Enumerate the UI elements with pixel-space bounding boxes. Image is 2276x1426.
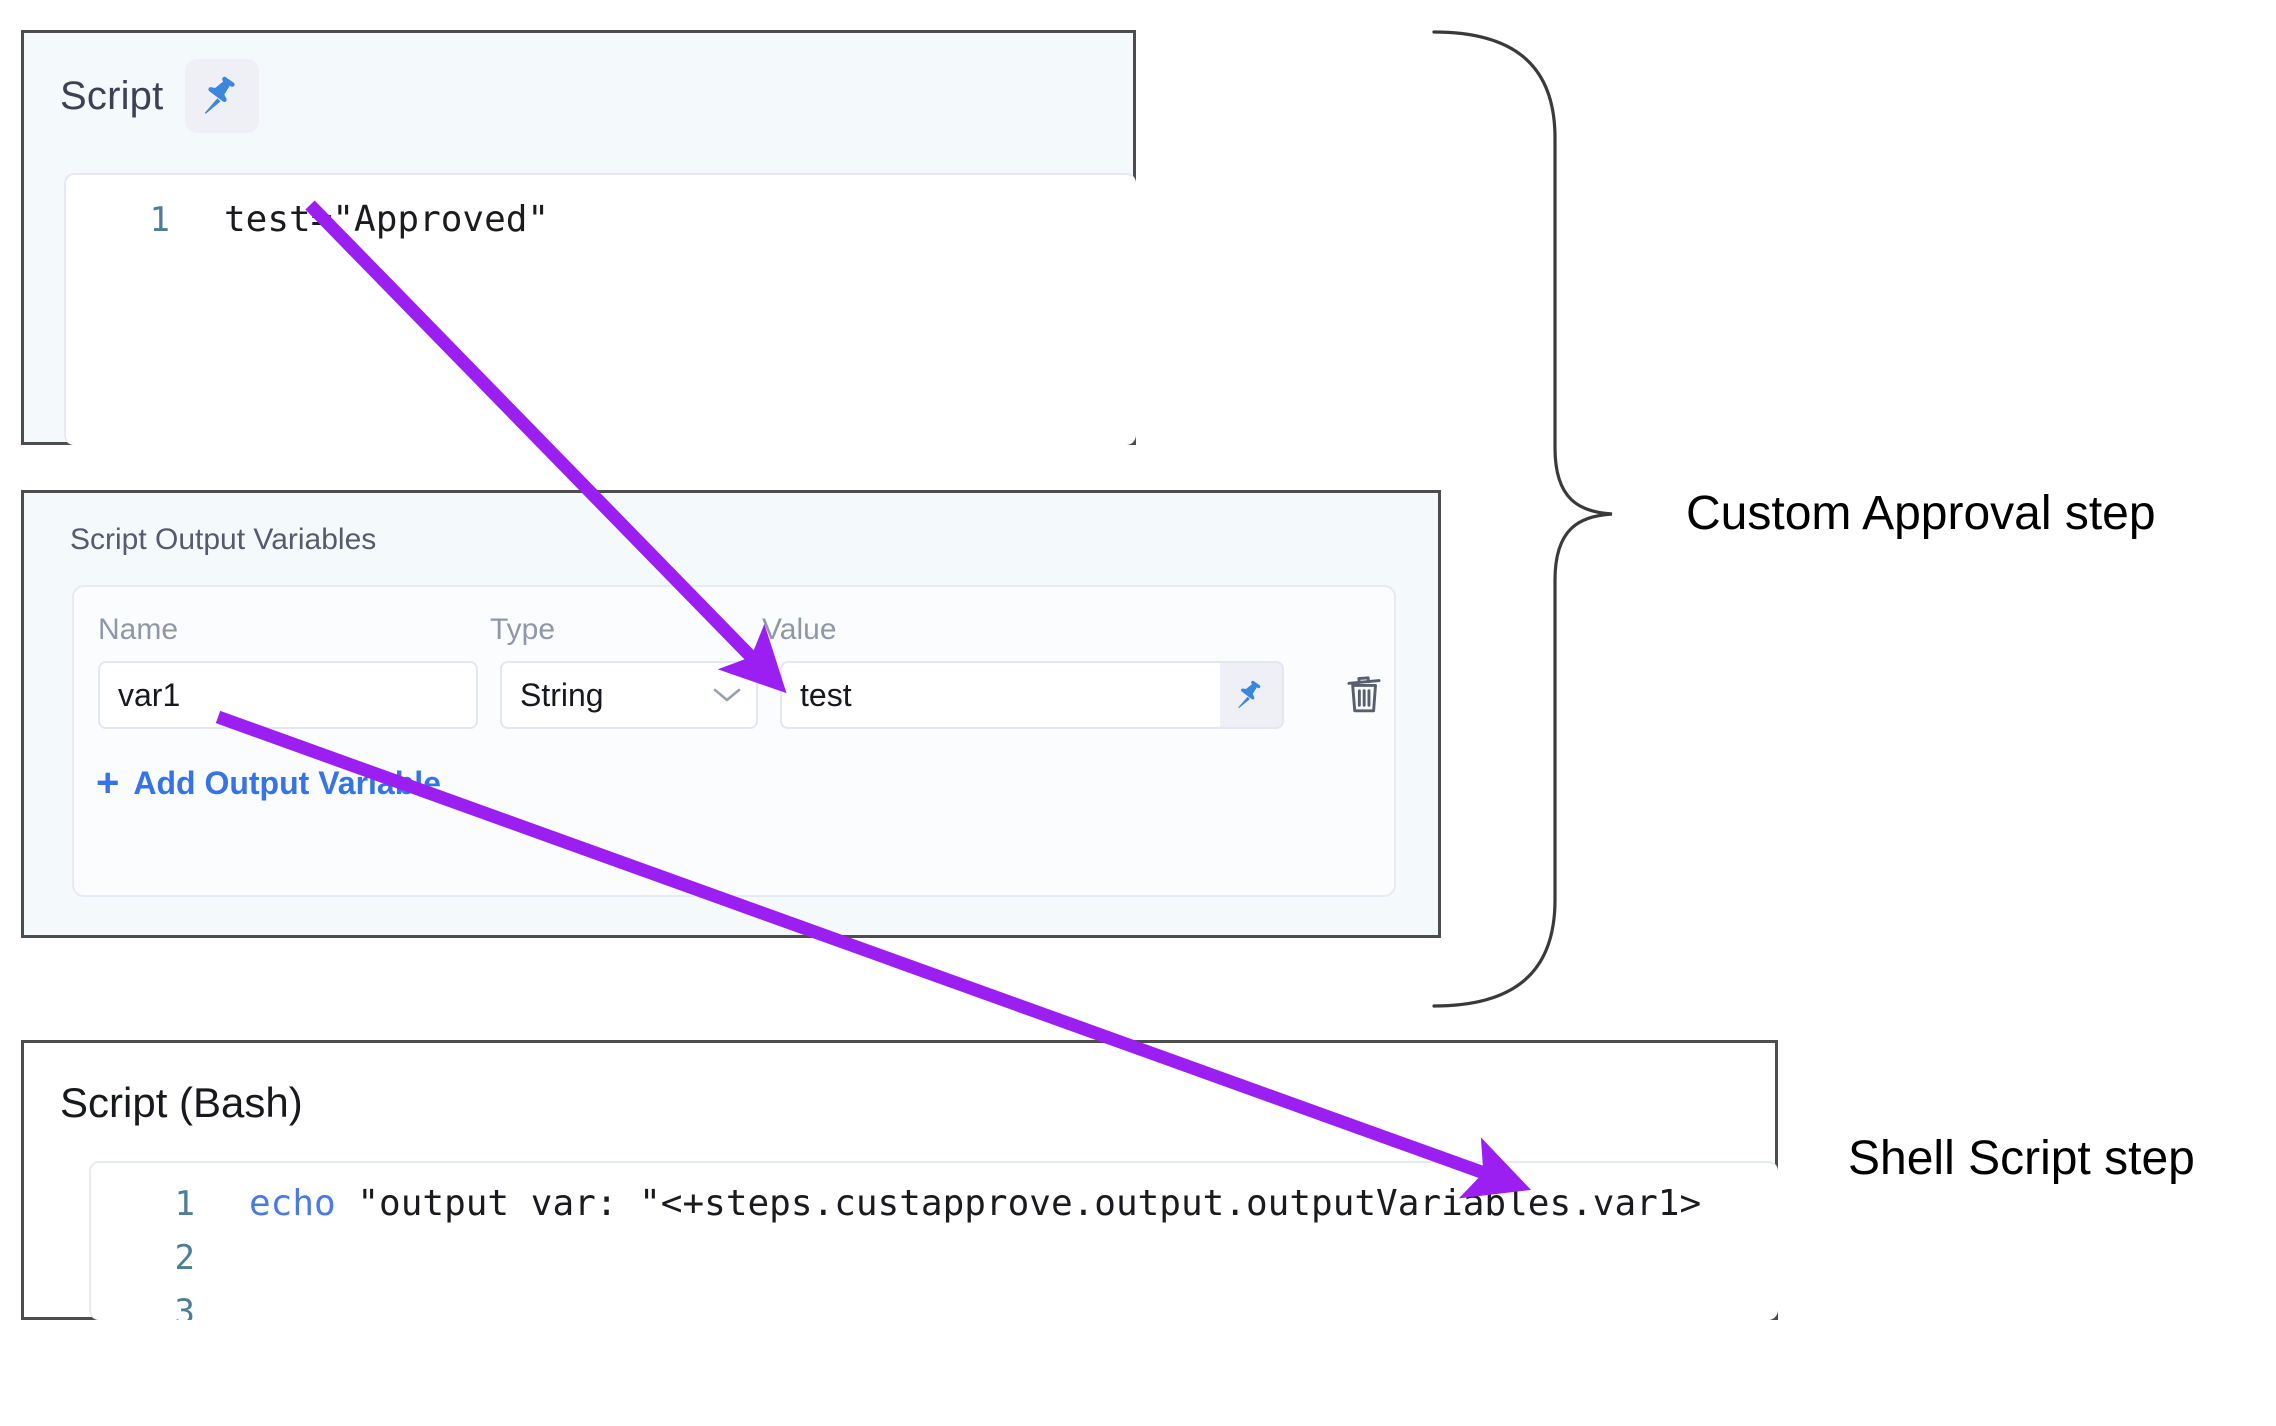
brace-custom-approval: [1432, 30, 1613, 1008]
output-variables-title: Script Output Variables: [70, 523, 377, 556]
variable-value-input[interactable]: test: [780, 661, 1220, 729]
pin-icon-button[interactable]: [185, 59, 260, 133]
variable-type-value: String: [520, 676, 604, 713]
annotation-label-shell-script: Shell Script step: [1848, 1132, 2195, 1185]
output-variables-card: Name Type Value var1 String test: [72, 585, 1396, 897]
line-number: 1: [149, 200, 170, 240]
output-variable-row: var1 String test: [74, 647, 1394, 729]
line-number: 3: [174, 1292, 195, 1320]
trash-icon: [1347, 676, 1381, 713]
code-text: test="Approved": [224, 199, 550, 240]
chevron-down-icon: [712, 682, 742, 708]
column-header-type: Type: [490, 613, 556, 646]
script-panel-header: Script: [24, 33, 1133, 133]
add-output-variable-label: Add Output Variable: [133, 764, 441, 801]
bash-panel-title: Script (Bash): [60, 1079, 303, 1126]
bash-script-panel: Script (Bash) 1 echo "output var: "<+ste…: [21, 1040, 1778, 1320]
code-line: 1 echo "output var: "<+steps.custapprove…: [91, 1163, 1778, 1231]
code-line: 3: [91, 1285, 1778, 1320]
annotation-label-custom-approval: Custom Approval step: [1686, 487, 2156, 540]
script-output-variables-panel: Script Output Variables Name Type Value …: [21, 490, 1441, 938]
variable-value-group: test: [780, 661, 1284, 729]
column-header-name: Name: [98, 613, 179, 646]
code-line: 2: [91, 1231, 1778, 1285]
pin-icon: [205, 76, 236, 114]
line-number: 2: [174, 1238, 195, 1278]
code-keyword: echo: [249, 1183, 336, 1224]
code-line: 1 test="Approved": [66, 175, 1136, 247]
plus-icon: +: [96, 761, 120, 805]
variable-name-input[interactable]: var1: [98, 661, 478, 729]
pin-icon: [1238, 680, 1261, 709]
add-output-variable-button[interactable]: + Add Output Variable: [74, 729, 1394, 803]
variable-type-select[interactable]: String: [500, 661, 758, 729]
output-variables-column-headers: Name Type Value: [74, 587, 1394, 647]
value-pin-icon-button[interactable]: [1220, 661, 1284, 729]
chevron-down-icon-svg: [713, 688, 741, 702]
code-rest: "output var: "<+steps.custapprove.output…: [335, 1183, 1702, 1224]
script-code-editor[interactable]: 1 test="Approved": [64, 173, 1136, 445]
column-header-value: Value: [762, 613, 837, 646]
bash-code-editor[interactable]: 1 echo "output var: "<+steps.custapprove…: [89, 1161, 1778, 1320]
line-number: 1: [174, 1184, 195, 1224]
delete-variable-button[interactable]: [1338, 664, 1390, 726]
code-text: echo "output var: "<+steps.custapprove.o…: [195, 1177, 1701, 1231]
script-panel-title: Script: [60, 73, 164, 118]
script-panel: Script 1 test="Approved": [21, 30, 1136, 445]
